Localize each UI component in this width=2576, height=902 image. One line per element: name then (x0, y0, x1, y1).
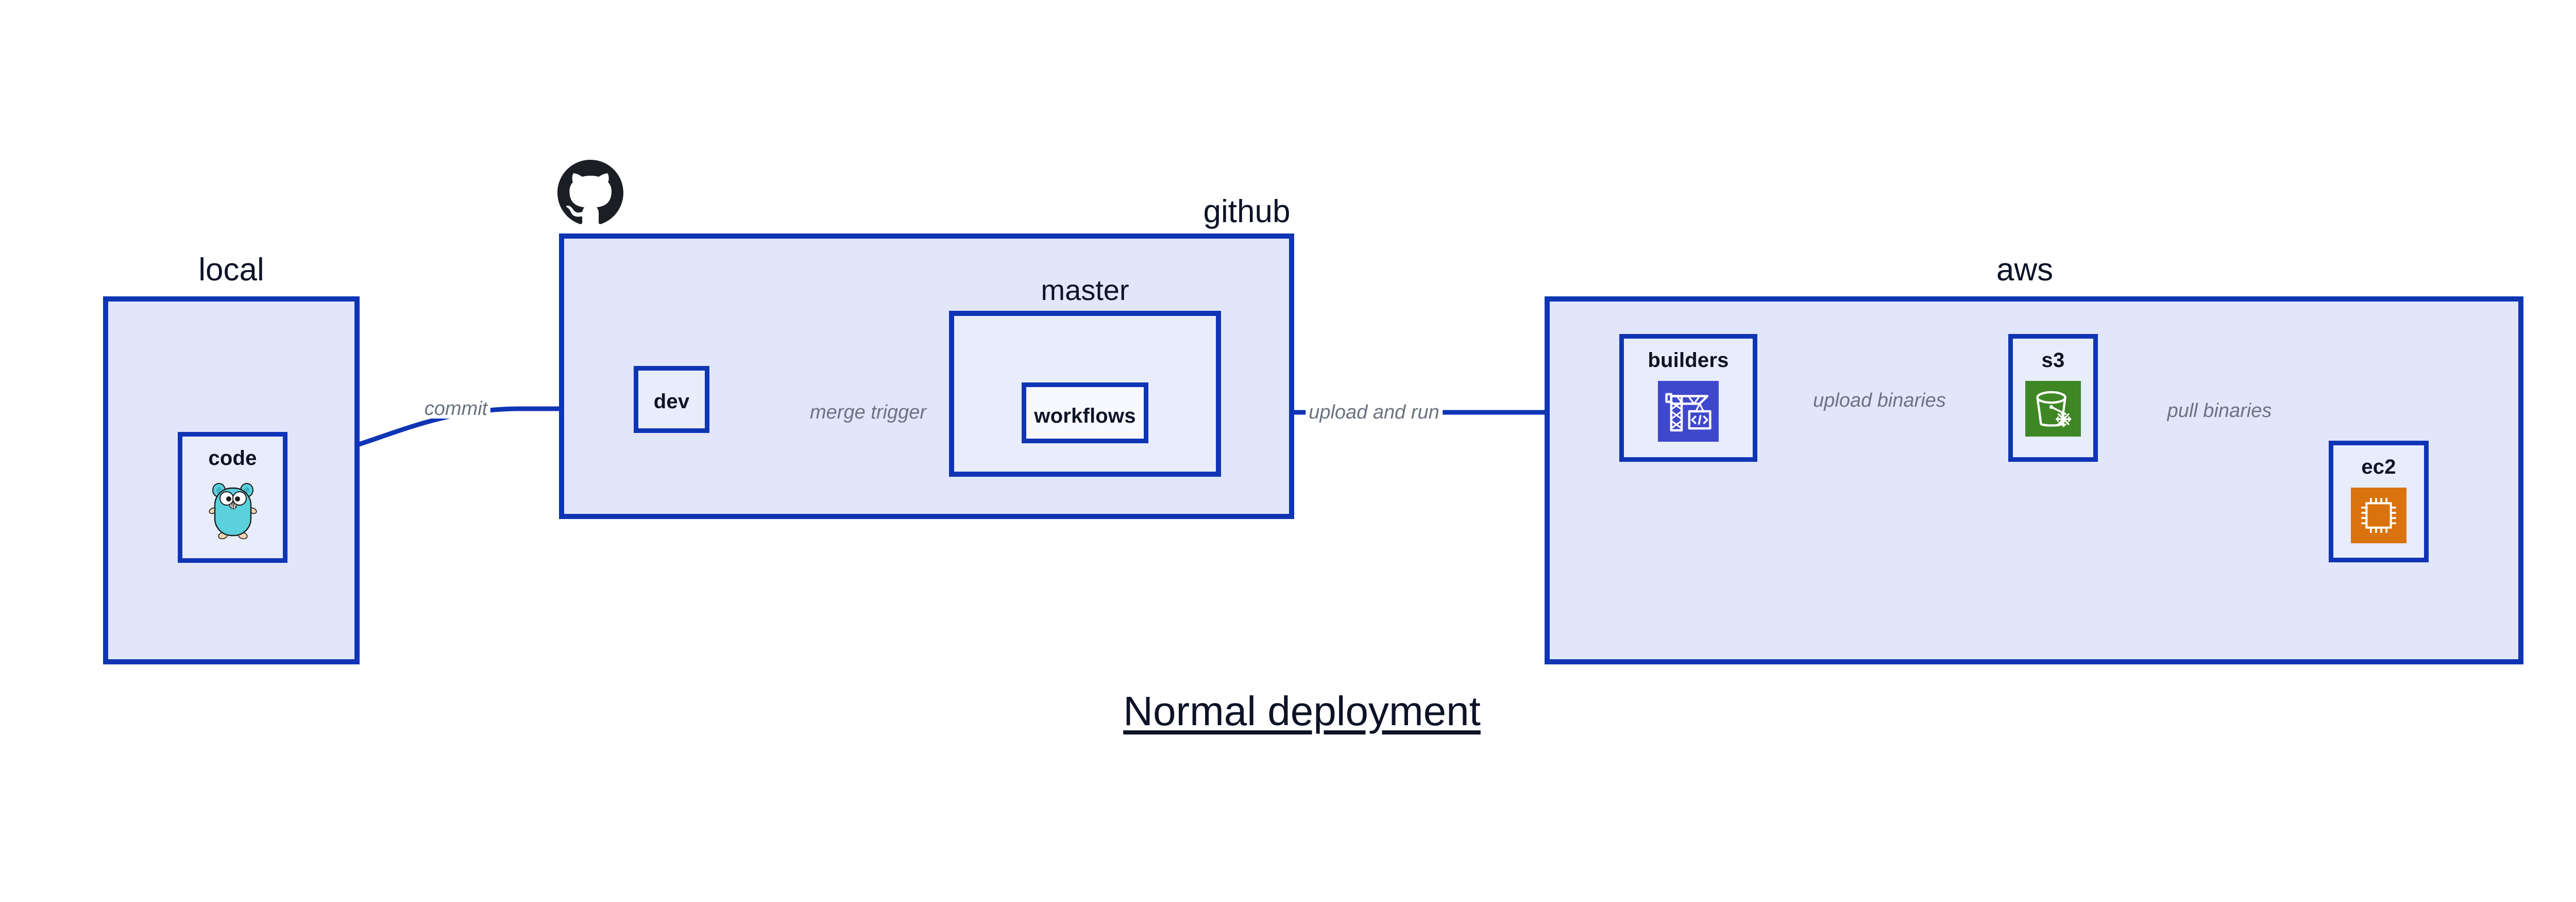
node-s3-label: s3 (2041, 349, 2065, 372)
node-code[interactable]: code (178, 432, 287, 563)
github-mark-icon (557, 160, 623, 228)
edge-label-commit: commit (421, 399, 491, 419)
edge-label-upload-and-run: upload and run (1306, 403, 1443, 422)
node-code-label: code (208, 447, 257, 470)
go-gopher-icon (208, 479, 258, 543)
node-builders-label: builders (1648, 349, 1729, 372)
edge-label-merge-trigger: merge trigger (807, 403, 929, 422)
figure-caption: Normal deployment (1123, 688, 1481, 734)
node-s3[interactable]: s3 (2008, 334, 2098, 462)
zone-label-master: master (1041, 274, 1129, 306)
aws-s3-bucket-snowflake-icon (2025, 381, 2081, 439)
node-ec2-label: ec2 (2361, 456, 2396, 478)
aws-codebuild-crane-icon (1658, 381, 1719, 444)
zone-label-local: local (198, 252, 264, 288)
aws-ec2-chip-icon (2351, 488, 2406, 546)
node-ec2[interactable]: ec2 (2329, 441, 2429, 562)
edge-label-pull-binaries: pull binaries (2164, 401, 2275, 421)
zone-label-github: github (1203, 194, 1291, 229)
node-dev[interactable]: dev (634, 366, 709, 433)
node-dev-label: dev (653, 390, 690, 413)
node-workflows[interactable]: workflows (1022, 382, 1148, 443)
node-workflows-label: workflows (1034, 405, 1136, 427)
edge-label-upload-binaries: upload binaries (1810, 391, 1949, 410)
node-builders[interactable]: builders (1619, 334, 1757, 462)
zone-label-aws: aws (1996, 252, 2054, 288)
